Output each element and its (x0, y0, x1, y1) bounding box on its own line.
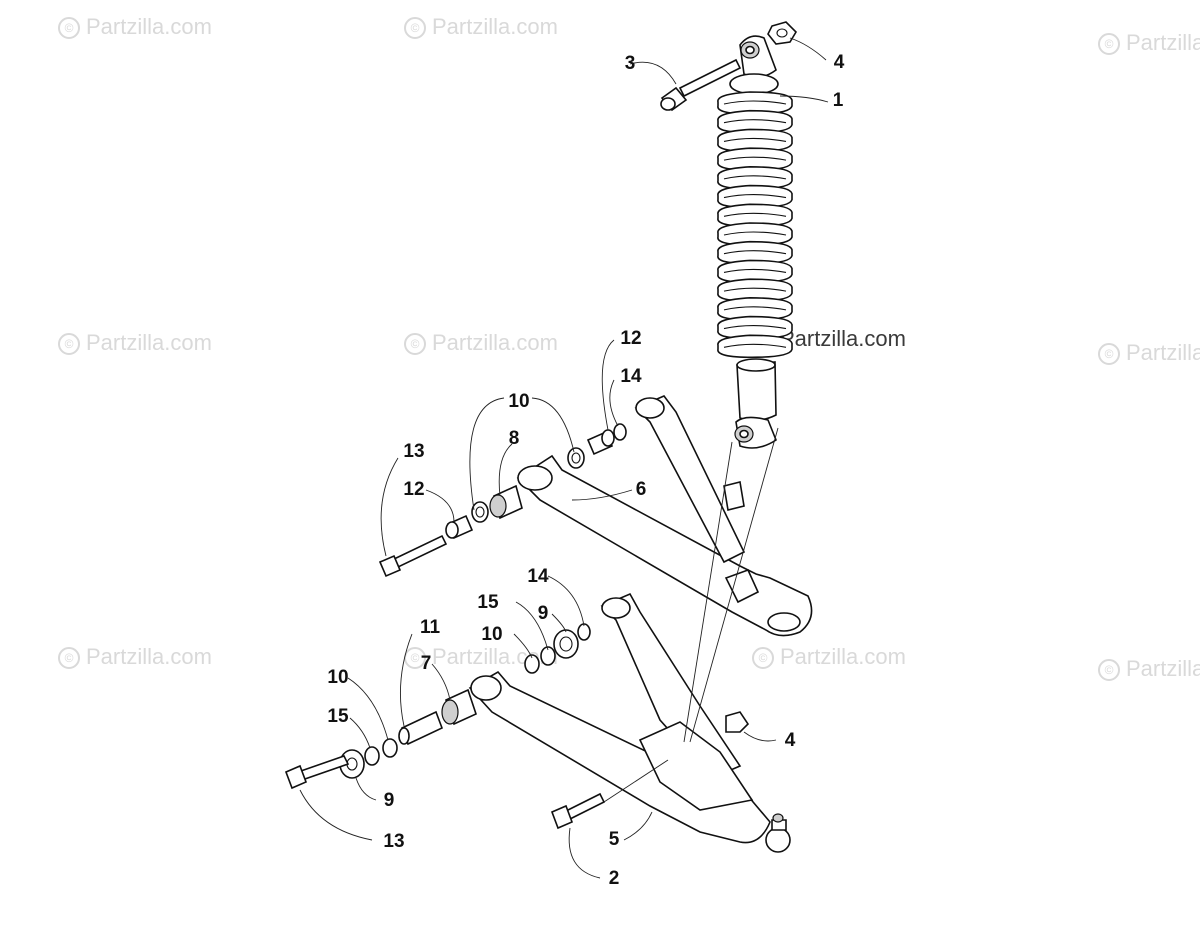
spring-coil-edge (723, 156, 787, 161)
shock-absorber (717, 35, 793, 449)
callout-5: 5 (608, 829, 620, 850)
callout-7: 7 (420, 653, 432, 674)
spring-coil-edge (723, 119, 787, 124)
callout-11: 11 (419, 617, 441, 638)
watermark: ©Partzilla.com (1098, 656, 1200, 682)
spring-coil-edge (723, 306, 787, 311)
watermark: ©Partzilla.com (404, 330, 558, 356)
callout-13-upper: 13 (403, 441, 425, 462)
spring-coil-edge (723, 175, 787, 180)
callout-2: 2 (608, 868, 620, 889)
watermark: ©Partzilla.com (752, 644, 906, 670)
callout-4-top: 4 (833, 52, 845, 73)
callout-10-upper: 10 (508, 391, 530, 412)
lower-hardware (284, 623, 750, 830)
callout-15-upper: 15 (477, 592, 499, 613)
callout-3: 3 (624, 53, 636, 74)
callout-14-lower: 14 (527, 566, 549, 587)
callout-9-upper: 9 (537, 603, 549, 624)
callout-14-upper: 14 (620, 366, 642, 387)
callout-10-middle: 10 (481, 624, 503, 645)
spring-coil-edge (723, 194, 787, 199)
callout-10-lower: 10 (327, 667, 349, 688)
callout-15-lower: 15 (327, 706, 349, 727)
watermark: ©Partzilla.com (1098, 340, 1200, 366)
callout-12-left: 12 (403, 479, 425, 500)
callout-13-lower: 13 (383, 831, 405, 852)
spring-coil-edge (723, 231, 787, 236)
upper-a-arm (516, 395, 813, 637)
watermark: ©Partzilla.com (404, 14, 558, 40)
watermark: ©Partzilla.com (58, 644, 212, 670)
spring-coil-edge (723, 212, 787, 217)
spring-coil-edge (723, 100, 787, 105)
callout-6: 6 (635, 479, 647, 500)
spring-coil-edge (723, 250, 787, 255)
callout-9-lower: 9 (383, 790, 395, 811)
watermark: ©Partzilla.com (58, 14, 212, 40)
spring-coil (717, 334, 793, 359)
watermark: ©Partzilla.com (1098, 30, 1200, 56)
callout-8: 8 (508, 428, 520, 449)
spring-coil-edge (723, 137, 787, 142)
spring-coil-edge (723, 268, 787, 273)
spring-coil-edge (723, 343, 787, 348)
bolt-part-3 (660, 58, 742, 112)
nut-part-4-top (767, 21, 798, 45)
callout-12-right: 12 (620, 328, 642, 349)
lower-a-arm (468, 592, 791, 853)
watermark: ©Partzilla.com (58, 330, 212, 356)
callout-1: 1 (832, 90, 844, 111)
spring-coil-edge (723, 287, 787, 292)
callout-4-lower: 4 (784, 730, 796, 751)
spring-coil-edge (723, 325, 787, 330)
